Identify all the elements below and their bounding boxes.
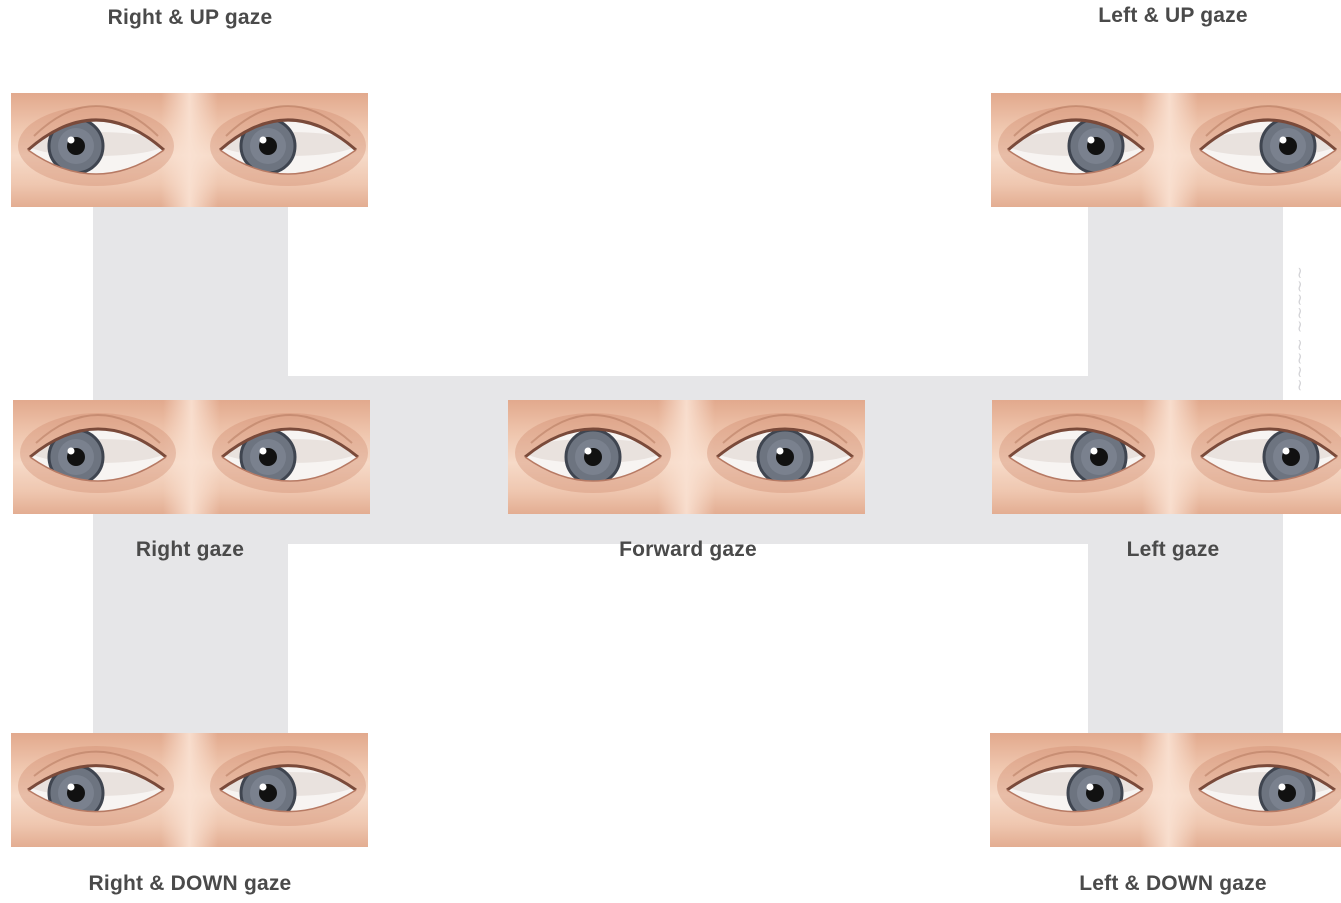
eye-panel-forward	[508, 400, 865, 514]
eyes-illustration	[992, 400, 1341, 514]
label-left-down-gaze: Left & DOWN gaze	[1023, 872, 1323, 896]
eye-panel-right	[13, 400, 370, 514]
eyes-illustration	[11, 733, 368, 847]
eye-panel-left-down	[990, 733, 1341, 847]
eyes-illustration	[990, 733, 1341, 847]
eyes-illustration	[991, 93, 1341, 207]
eye-panel-left	[992, 400, 1341, 514]
eyes-illustration	[11, 93, 368, 207]
label-right-up-gaze: Right & UP gaze	[40, 6, 340, 30]
label-left-up-gaze: Left & UP gaze	[1023, 4, 1323, 28]
eye-panel-left-up	[991, 93, 1341, 207]
label-right-gaze: Right gaze	[40, 538, 340, 562]
label-left-gaze: Left gaze	[1023, 538, 1323, 562]
eye-panel-right-down	[11, 733, 368, 847]
artist-signature: ~~~~ ~~~~~	[1290, 212, 1320, 392]
eye-panel-right-up	[11, 93, 368, 207]
eyes-illustration	[508, 400, 865, 514]
eyes-illustration	[13, 400, 370, 514]
label-forward-gaze: Forward gaze	[538, 538, 838, 562]
label-right-down-gaze: Right & DOWN gaze	[40, 872, 340, 896]
